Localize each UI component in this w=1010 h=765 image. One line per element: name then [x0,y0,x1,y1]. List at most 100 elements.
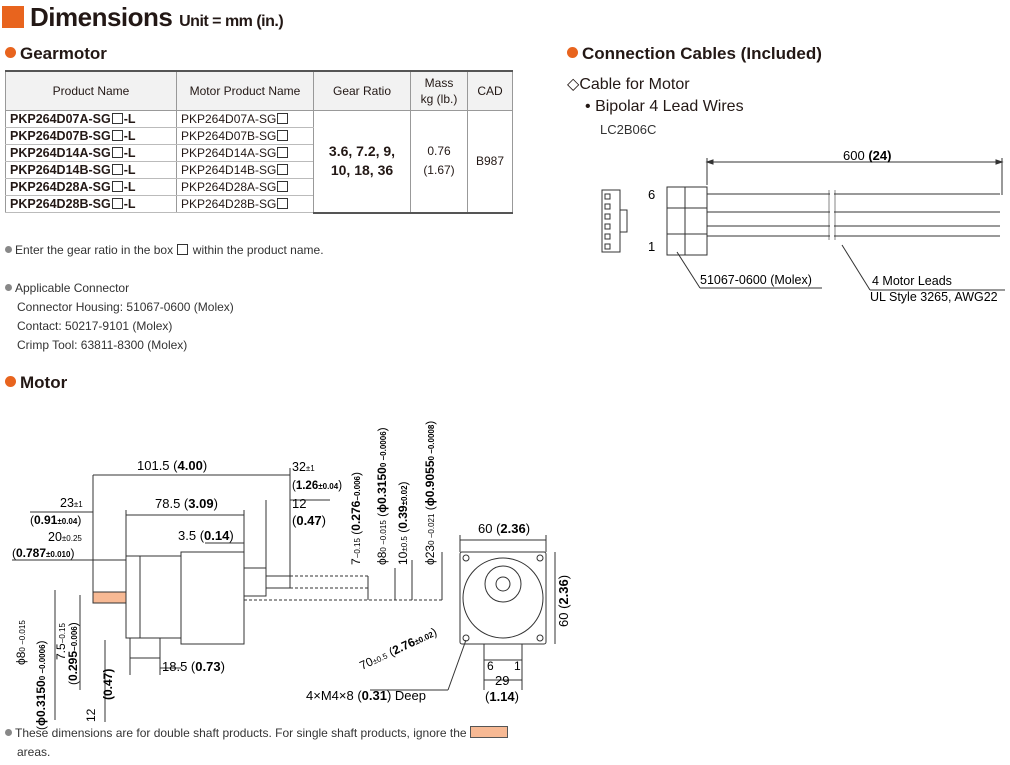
bullet-dot [567,47,578,58]
wire-spec-label: UL Style 3265, AWG22 [870,290,998,304]
note-bullet [5,284,12,291]
dim-32-in: (1.26±0.04) [292,480,342,492]
product-name-cell: PKP264D28A-SG-L [5,178,177,196]
dim-12-left-in: (0.47) [101,669,115,700]
product-name-cell: PKP264D07B-SG-L [5,127,177,145]
dim-18-5: 18.5 (0.73) [162,659,225,674]
motor-product-cell: PKP264D28A-SG [176,178,314,196]
motor-product-cell: PKP264D14A-SG [176,144,314,162]
motor-product-cell: PKP264D14B-SG [176,161,314,179]
note-bullet [5,246,12,253]
dim-phi8-left: ϕ80 −0.015 [14,620,28,665]
pin-6-label: 6 [648,187,655,202]
double-shaft-note: These dimensions are for double shaft pr… [5,724,508,762]
connector-heading: Applicable Connector [15,281,130,295]
product-name-cell: PKP264D14B-SG-L [5,161,177,179]
pin-6-front: 6 [487,659,494,673]
dim-60-width: 60 (2.36) [478,521,530,536]
shaft-highlight-swatch [469,726,508,738]
gearmotor-table: Product Name Motor Product Name Gear Rat… [5,70,513,214]
dim-101-5: 101.5 (4.00) [137,458,207,473]
connector-contact: Contact: 50217-9101 (Molex) [17,319,173,333]
motor-heading: Motor [5,373,67,393]
pin-1-front: 1 [514,659,521,673]
bipolar-wires: • Bipolar 4 Lead Wires [585,98,744,115]
connector-crimp-tool: Crimp Tool: 63811-8300 (Molex) [17,338,188,352]
product-name-cell: PKP264D28B-SG-L [5,195,177,213]
housing-label: 51067-0600 (Molex) [700,273,812,287]
screw-callout: 4×M4×8 (0.31) Deep [306,688,426,703]
dim-12: 12 [292,496,306,511]
rear-shaft-highlight [92,591,127,604]
dim-20: 20±0.25 [48,530,82,544]
connector-housing: Connector Housing: 51067-0600 (Molex) [17,300,234,314]
dim-10-vertical: 10±0.5 (0.39±0.02) [396,481,410,565]
cable-for-motor: ◇Cable for Motor [567,76,690,93]
motor-product-cell: PKP264D28B-SG [176,195,314,213]
dim-phi23-vertical: ϕ230 −0.021 (ϕ0.90550 −0.0008) [423,421,437,565]
applicable-connector: Applicable Connector Connector Housing: … [5,279,234,355]
box-icon [277,164,289,175]
dim-78-5: 78.5 (3.09) [155,496,218,511]
title-marker [2,6,24,28]
motor-drawing: 101.5 (4.00) 78.5 (3.09) 23±1 (0.91±0.04… [12,421,571,730]
cable-drawing: 600 (24) 6 1 51067-0600 (Molex) 4 Motor … [601,148,1005,304]
box-icon [277,113,289,124]
col-gear-ratio: Gear Ratio [313,70,411,111]
bullet-dot [5,376,16,387]
dim-phi8-vertical: ϕ80 −0.015 (ϕ0.31500 −0.0006) [375,427,389,565]
col-cad: CAD [467,70,513,111]
product-name-cell: PKP264D07A-SG-L [5,110,177,128]
box-icon [111,198,123,209]
motor-product-cell: PKP264D07B-SG [176,127,314,145]
cables-heading: Connection Cables (Included) [567,44,822,64]
dim-7-vertical: 7−0.15 (0.276−0.006) [349,472,363,565]
col-motor-product: Motor Product Name [176,70,314,111]
diamond-icon: ◇ [567,76,580,93]
box-icon [111,113,123,124]
dim-12-in: (0.47) [292,513,326,528]
dim-32: 32±1 [292,460,315,474]
dim-29: 29 [495,673,509,688]
page-title: Dimensions Unit = mm (in.) [30,2,284,32]
box-icon [277,130,289,141]
dim-70: 70±0.5 (2.76±0.02) [357,625,439,673]
mass-cell: 0.76(1.67) [410,110,468,214]
dim-20-in: (0.787±0.010) [12,546,74,560]
dim-12-left: 12 [84,708,98,722]
box-icon [111,147,123,158]
box-icon [111,130,123,141]
dim-7-5-left: 7.5−0.15 [54,623,68,660]
note-bullet [5,729,12,736]
product-name-cell: PKP264D14A-SG-L [5,144,177,162]
dim-3-5: 3.5 (0.14) [178,528,234,543]
box-icon [277,147,289,158]
dim-phi8-left-in: (ϕ0.31500 −0.0006) [34,640,48,730]
bullet-icon: • [585,98,591,115]
cable-length-label: 600 (24) [843,148,891,163]
box-icon [277,198,289,209]
gearmotor-heading: Gearmotor [5,44,107,64]
box-icon [277,181,289,192]
box-icon [111,181,123,192]
box-icon [111,164,123,175]
bullet-dot [5,47,16,58]
unit-label: Unit = mm (in.) [179,13,284,30]
box-icon [177,244,189,255]
pin-1-label: 1 [648,239,655,254]
dim-23: 23±1 [60,496,83,510]
dim-7-5-left-in: (0.295−0.006) [66,622,80,685]
cable-model: LC2B06C [600,122,657,137]
gear-ratio-cell: 3.6, 7.2, 9,10, 18, 36 [313,110,411,214]
dim-29-in: (1.14) [485,689,519,704]
cad-cell[interactable]: B987 [467,110,513,214]
dim-23-in: (0.91±0.04) [30,513,81,527]
gear-ratio-note: Enter the gear ratio in the box within t… [5,241,324,260]
